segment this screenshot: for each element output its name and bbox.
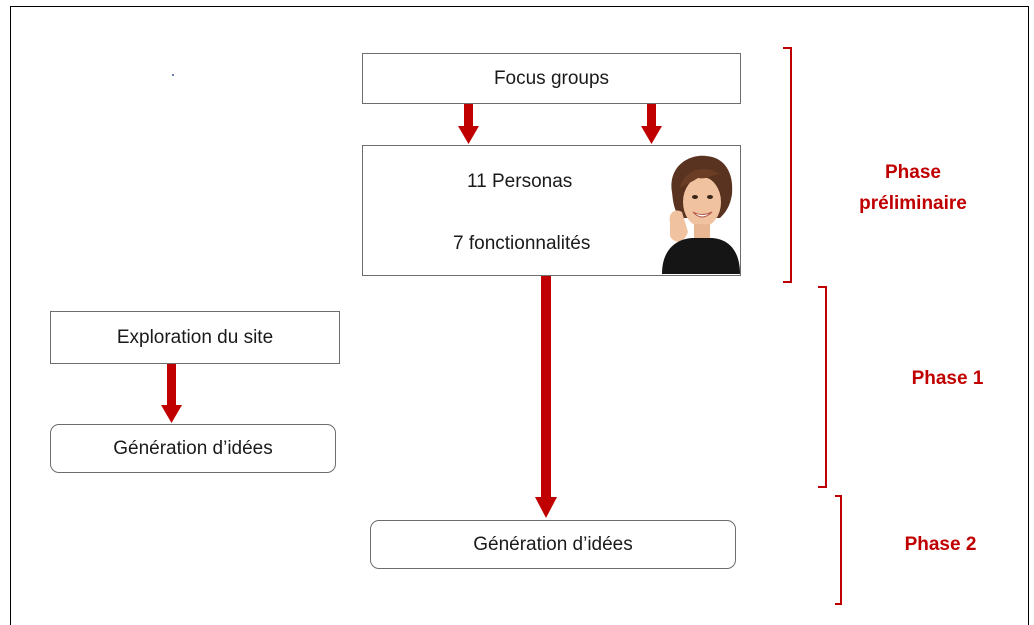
phase-preliminaire-line2: préliminaire xyxy=(859,193,967,214)
generation-bottom-label: Génération d’idées xyxy=(473,533,633,555)
diagram-frame xyxy=(10,6,1029,625)
phase-1-label: Phase 1 xyxy=(911,368,984,389)
personas-box: 11 Personas 7 fonctionnalités xyxy=(362,145,741,276)
exploration-label: Exploration du site xyxy=(116,326,274,348)
bracket-phase-preliminaire xyxy=(783,47,792,283)
generation-bottom-box: Génération d’idées xyxy=(370,520,736,569)
bracket-phase-1 xyxy=(818,286,827,488)
exploration-box: Exploration du site xyxy=(50,311,340,364)
personas-count-label: 11 Personas xyxy=(467,171,573,192)
arrow-focus-to-personas-right xyxy=(641,104,662,144)
focus-groups-label: Focus groups xyxy=(493,67,610,89)
phase-preliminaire-line1: Phase xyxy=(885,162,941,183)
phase-preliminaire-label: Phase préliminaire xyxy=(848,157,978,219)
arrow-exploration-to-generation xyxy=(161,364,182,423)
generation-left-label: Génération d’idées xyxy=(113,437,273,459)
arrow-focus-to-personas-left xyxy=(458,104,479,144)
phase-2-label: Phase 2 xyxy=(904,534,977,555)
bracket-phase-2 xyxy=(835,495,842,605)
stray-dot xyxy=(172,74,174,76)
generation-left-box: Génération d’idées xyxy=(50,424,336,473)
arrow-personas-to-generation xyxy=(535,276,557,518)
features-count-label: 7 fonctionnalités xyxy=(453,233,591,254)
focus-groups-box: Focus groups xyxy=(362,53,741,104)
persona-photo-icon xyxy=(658,152,740,274)
